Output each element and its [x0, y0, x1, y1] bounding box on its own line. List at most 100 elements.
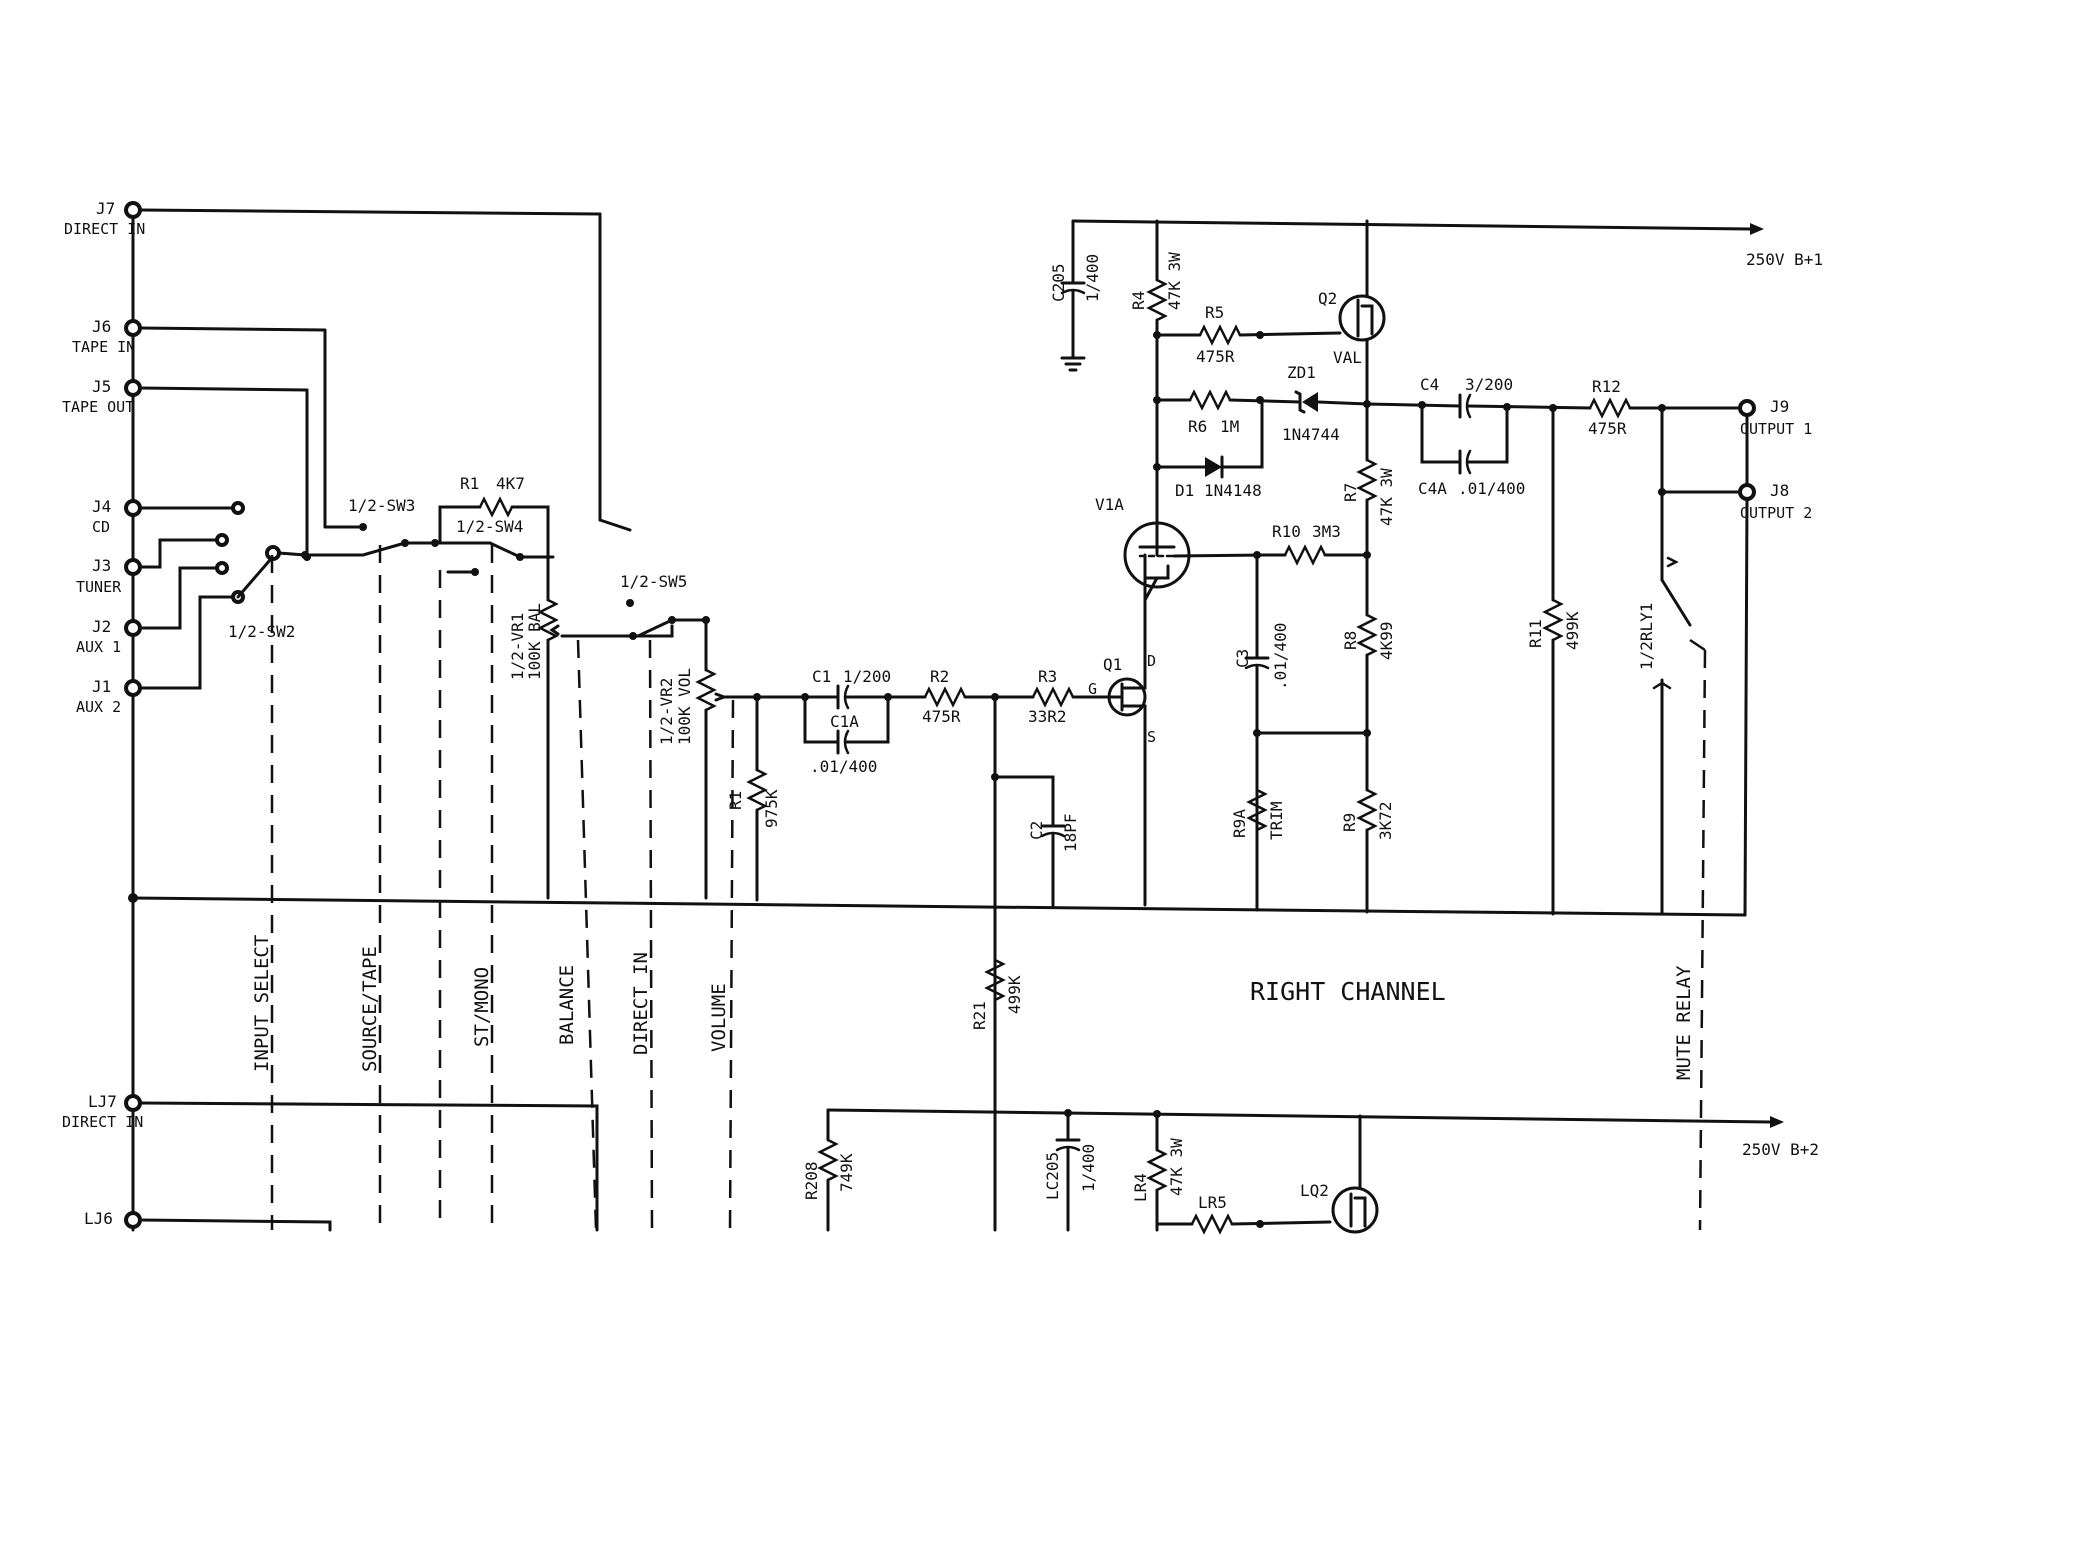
transistor-q1: Q1 D G S	[1088, 553, 1156, 907]
jack-j1: J1 AUX 2	[76, 590, 245, 716]
resistor-r11-ref: R11	[1526, 619, 1545, 648]
resistor-r2-value: 475R	[922, 707, 961, 726]
resistor-r11-value: 4K7	[496, 474, 525, 493]
jack-j2-label: AUX 1	[76, 638, 121, 656]
capacitor-c205-value: 1/400	[1083, 254, 1102, 302]
resistor-r5-ref: R5	[1205, 303, 1224, 322]
transistor-q1-ref: Q1	[1103, 655, 1122, 674]
jack-j4-label: CD	[92, 518, 110, 536]
capacitor-c2: C2 18PF	[991, 695, 1080, 1232]
jack-j6-label: TAPE IN	[72, 338, 135, 356]
capacitor-lc205: LC205 1/400	[1043, 1109, 1098, 1232]
control-mute-relay: MUTE RELAY	[1673, 965, 1695, 1080]
resistor-r4: R4 47K 3W	[1129, 219, 1184, 557]
tube-v1a: V1A	[1095, 495, 1267, 602]
diode-d1-ref: D1	[1175, 481, 1194, 500]
switch-sw2-label: 1/2-SW2	[228, 622, 295, 641]
resistor-lr4-value: 47K 3W	[1167, 1138, 1186, 1196]
left-channel-partial: R21 499K LJ7 DIRECT IN LJ6 250V B+2 R208…	[62, 958, 1819, 1235]
transistor-q2-value: VAL	[1333, 348, 1362, 367]
jack-j3: J3 TUNER	[76, 533, 229, 596]
tube-v1a-ref: V1A	[1095, 495, 1124, 514]
jack-j5-label: TAPE OUT	[62, 398, 134, 416]
output-j9: J9 OUTPUT 1	[1738, 397, 1812, 490]
diode-d1: D1 1N4148	[1153, 398, 1264, 500]
resistor-r208-ref: R208	[802, 1161, 821, 1200]
capacitor-c4a-ref: C4A	[1418, 479, 1447, 498]
resistor-r4-ref: R4	[1129, 291, 1148, 310]
capacitor-c4-ref: C4	[1420, 375, 1439, 394]
transistor-lq2: LQ2	[1300, 1114, 1379, 1234]
pot-vr2: 1/2-VR2 100K VOL	[657, 618, 759, 900]
pot-vr2-ref: 1/2-VR2	[657, 678, 676, 745]
diode-zd1-ref: ZD1	[1287, 363, 1316, 382]
resistor-r11-top: R1 4K7	[438, 474, 550, 559]
input-section: J7 DIRECT IN J6 TAPE IN J5 TAPE OUT	[62, 199, 1747, 1232]
capacitor-c1a-ref: C1A	[830, 712, 859, 731]
switch-sw3-label: 1/2-SW3	[348, 496, 415, 515]
resistor-lr4: LR4 47K 3W	[1131, 1110, 1186, 1232]
resistor-r12-value: 475R	[1588, 419, 1627, 438]
resistor-r1: R1 975K	[726, 693, 781, 902]
resistor-r12-ref: R12	[1592, 377, 1621, 396]
resistor-r211-value: 499K	[1005, 975, 1024, 1014]
channel-label: RIGHT CHANNEL	[1250, 977, 1446, 1006]
jack-j6-ref: J6	[92, 317, 111, 336]
resistor-r10-value: 3M3	[1312, 522, 1341, 541]
capacitor-c4a: C4A .01/400	[1418, 403, 1525, 498]
rail-b1-label: 250V B+1	[1746, 250, 1823, 269]
resistor-r7-ref: R7	[1341, 483, 1360, 502]
transistor-q1-d: D	[1147, 652, 1156, 670]
output-j8-ref: J8	[1770, 481, 1789, 500]
resistor-r9-value: 3K72	[1376, 801, 1395, 840]
resistor-r10-ref: R10	[1272, 522, 1301, 541]
resistor-r11-value: 499K	[1563, 611, 1582, 650]
diode-zd1-value: 1N4744	[1282, 425, 1340, 444]
diode-d1-value: 1N4148	[1204, 481, 1262, 500]
capacitor-c4: C4 3/200	[1365, 375, 1592, 419]
jack-lj6-ref: LJ6	[84, 1209, 113, 1228]
relay-rly1-label: 1/2RLY1	[1637, 603, 1656, 670]
amplifier-stage: 250V B+1 C205 1/400 R4 47K 3W	[1049, 219, 1823, 1231]
capacitor-lc205-ref: LC205	[1043, 1152, 1062, 1200]
resistor-lr5-ref: LR5	[1198, 1193, 1227, 1212]
resistor-r3: R3 33R2	[1028, 667, 1112, 726]
resistor-r5: R5 475R	[1153, 303, 1342, 366]
control-st-mono: ST/MONO	[471, 967, 493, 1047]
resistor-r11-ref: R1	[460, 474, 479, 493]
resistor-r2-ref: R2	[930, 667, 949, 686]
resistor-r9a-value: TRIM	[1267, 801, 1286, 840]
resistor-lr5: LR5	[1155, 1193, 1332, 1235]
capacitor-c205: C205 1/400	[1049, 219, 1102, 372]
capacitor-c4a-value: .01/400	[1458, 479, 1525, 498]
transistor-q1-g: G	[1088, 680, 1097, 698]
resistor-r8-value: 4K99	[1377, 621, 1396, 660]
output-j8: J8 OUTPUT 2	[1658, 481, 1812, 917]
resistor-r10: R10 3M3	[1253, 522, 1369, 566]
transistor-lq2-ref: LQ2	[1300, 1181, 1329, 1200]
resistor-r9a: R9A TRIM	[1230, 788, 1286, 840]
resistor-r7-value: 47K 3W	[1377, 468, 1396, 526]
jack-j6: J6 TAPE IN	[72, 317, 367, 531]
resistor-r5-value: 475R	[1196, 347, 1235, 366]
resistor-r6: R6 1M	[1153, 389, 1302, 436]
switch-sw2: 1/2-SW2	[228, 545, 365, 641]
resistor-r11: R11 499K	[1526, 406, 1582, 916]
jack-j7: J7 DIRECT IN	[64, 199, 632, 532]
capacitor-c1: C1 1/200 C1A .01/400	[755, 667, 927, 776]
jack-j4: J4 CD	[92, 497, 245, 536]
control-direct-in: DIRECT IN	[630, 952, 652, 1055]
jack-lj7-label: DIRECT IN	[62, 1113, 143, 1131]
resistor-r211-ref: R21	[970, 1001, 989, 1030]
relay-rly1: 1/2RLY1	[1637, 406, 1707, 1231]
resistor-r3-value: 33R2	[1028, 707, 1067, 726]
switch-sw4-label: 1/2-SW4	[456, 517, 523, 536]
jack-lj7: LJ7 DIRECT IN	[62, 1092, 599, 1232]
switch-sw3: 1/2-SW3	[348, 496, 439, 557]
switch-sw5-label: 1/2-SW5	[620, 572, 687, 591]
jack-j1-ref: J1	[92, 677, 111, 696]
jack-j1-label: AUX 2	[76, 698, 121, 716]
resistor-r208-value: 749K	[837, 1153, 856, 1192]
jack-j3-ref: J3	[92, 556, 111, 575]
pot-vr1: 1/2-VR1 100K BAL	[508, 555, 637, 900]
